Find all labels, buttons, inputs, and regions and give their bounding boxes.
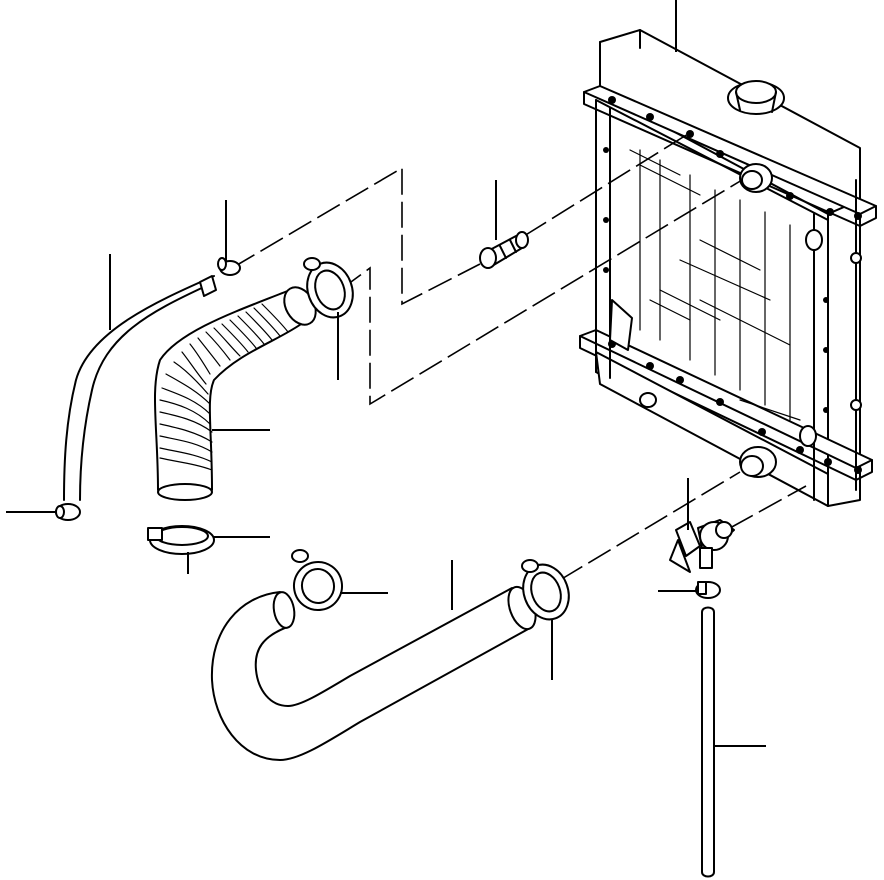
tube-clamp-top bbox=[217, 257, 241, 276]
lower-hose bbox=[210, 585, 537, 761]
clamp-lower-left bbox=[291, 549, 343, 611]
drain-clamp bbox=[695, 581, 721, 599]
radiator-boss bbox=[639, 392, 657, 408]
assembly-lines bbox=[231, 133, 807, 581]
lower-outlet bbox=[739, 446, 777, 478]
upper-hose bbox=[153, 286, 317, 501]
tube-clamp-bottom bbox=[55, 503, 81, 521]
drain-tube bbox=[701, 606, 715, 878]
clamp-upper-bottom bbox=[147, 525, 215, 555]
clamp-upper-right bbox=[303, 257, 354, 319]
drain-cock bbox=[669, 519, 735, 573]
leader-lines bbox=[6, 0, 766, 747]
radiator bbox=[579, 29, 877, 507]
upper-inlet bbox=[739, 163, 773, 193]
clamp-lower-right bbox=[521, 559, 570, 621]
overflow-tube bbox=[55, 257, 241, 521]
fitting bbox=[479, 231, 529, 269]
radiator-bracket bbox=[609, 299, 633, 351]
radiator-cap bbox=[727, 80, 785, 115]
